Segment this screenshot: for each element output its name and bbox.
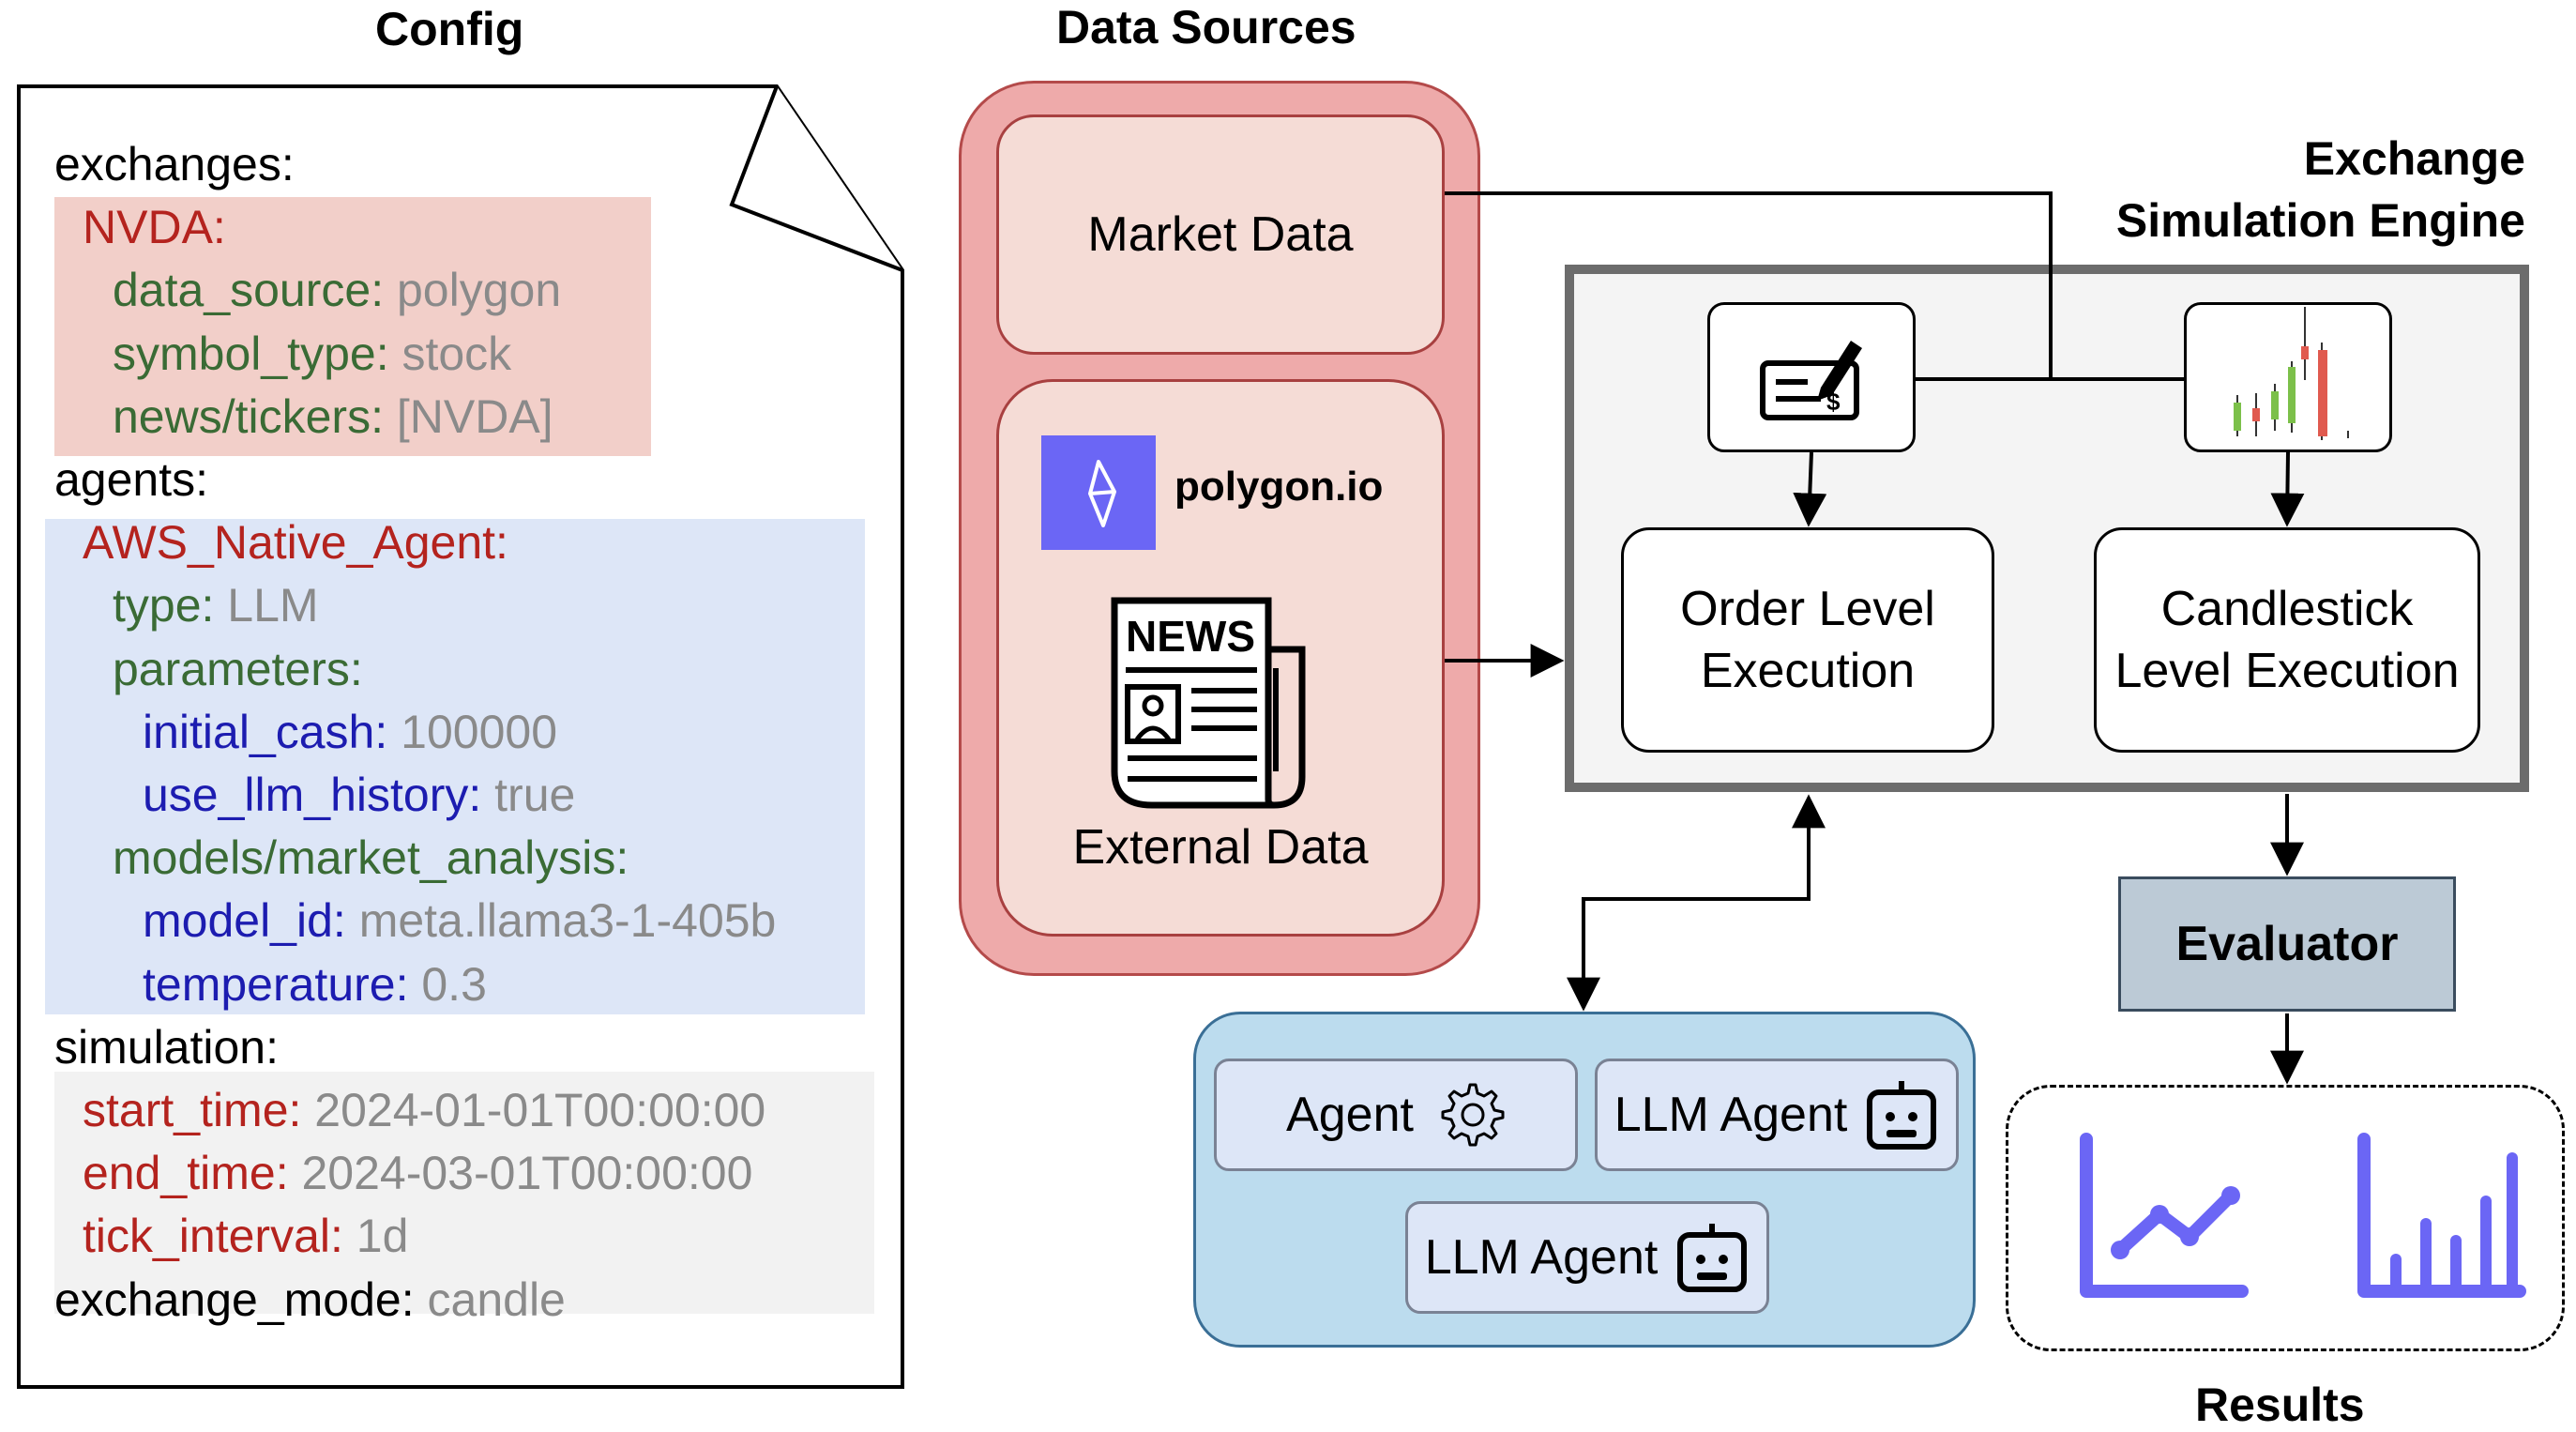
config-key: agents: <box>54 453 209 506</box>
config-line: tick_interval: 1d <box>83 1212 408 1259</box>
config-line: data_source: polygon <box>113 267 561 313</box>
order-execution-line1: Order Level <box>1680 582 1935 636</box>
results-title: Results <box>2195 1379 2365 1431</box>
candlestick-chart-icon <box>2234 307 2349 440</box>
config-line: initial_cash: 100000 <box>143 708 557 755</box>
config-line: model_id: meta.llama3-1-405b <box>143 897 776 944</box>
config-key: tick_interval: <box>83 1210 343 1262</box>
config-key: type: <box>113 579 215 632</box>
config-key: news/tickers: <box>113 390 384 443</box>
config-value: polygon <box>384 264 562 316</box>
config-line: type: LLM <box>113 582 319 629</box>
order-icon-box: $ <box>1707 302 1916 452</box>
candlestick-execution-line2: Level Execution <box>2114 644 2460 698</box>
config-key: exchange_mode: <box>54 1273 415 1326</box>
results-container <box>2006 1085 2565 1351</box>
evaluator-label: Evaluator <box>2175 917 2399 971</box>
evaluator-box: Evaluator <box>2118 876 2456 1012</box>
config-line: parameters: <box>113 646 363 693</box>
config-line: end_time: 2024-03-01T00:00:00 <box>83 1150 752 1196</box>
config-value: stock <box>388 328 512 380</box>
config-value: [NVDA] <box>383 390 553 443</box>
config-key: data_source: <box>113 264 385 316</box>
llm-agent-box-2: LLM Agent <box>1405 1201 1769 1314</box>
agents-engine-arrow <box>1567 794 1826 1012</box>
candlestick-execution-line1: Candlestick <box>2160 582 2414 636</box>
llm-agent-label-1: LLM Agent <box>1614 1088 1848 1142</box>
config-key: exchanges: <box>54 138 295 190</box>
config-value: 1d <box>342 1210 409 1262</box>
engine-title: Exchange Simulation Engine <box>1970 128 2525 251</box>
candle-icon-arrow <box>2270 451 2305 527</box>
config-key: end_time: <box>83 1147 289 1199</box>
config-key: symbol_type: <box>113 328 389 380</box>
config-line: NVDA: <box>83 204 226 251</box>
config-key: models/market_analysis: <box>113 831 629 884</box>
nvda-block-highlight <box>54 197 651 456</box>
order-execution-line2: Execution <box>1700 644 1916 698</box>
agent-box: Agent <box>1214 1059 1578 1171</box>
config-line: exchange_mode: candle <box>54 1276 566 1323</box>
engine-title-line2: Simulation Engine <box>2115 194 2525 247</box>
polygon-logo <box>1041 435 1156 550</box>
config-value: 0.3 <box>408 958 487 1011</box>
config-key: AWS_Native_Agent: <box>83 516 508 569</box>
newspaper-icon: NEWS <box>1111 597 1306 809</box>
config-key: parameters: <box>113 643 363 695</box>
simulation-block-highlight <box>54 1072 874 1314</box>
data-sources-title: Data Sources <box>1056 1 1356 53</box>
check-icon: $ <box>1760 341 1862 420</box>
llm-agent-label-2: LLM Agent <box>1424 1230 1659 1285</box>
engine-title-line1: Exchange <box>2303 132 2525 185</box>
config-value: LLM <box>214 579 319 632</box>
config-key: use_llm_history: <box>143 769 482 821</box>
bar-chart-icon <box>2357 1133 2526 1298</box>
robot-icon <box>1867 1081 1937 1150</box>
config-value: 2024-01-01T00:00:00 <box>301 1084 766 1136</box>
config-line: exchanges: <box>54 141 295 188</box>
config-value: meta.llama3-1-405b <box>345 894 777 947</box>
config-value: true <box>481 769 576 821</box>
market-data-label: Market Data <box>1087 207 1354 262</box>
candlestick-execution-box: Candlestick Level Execution <box>2094 527 2480 753</box>
agent-block-highlight <box>45 519 865 1014</box>
config-line: news/tickers: [NVDA] <box>113 393 553 440</box>
agent-label: Agent <box>1286 1088 1414 1142</box>
line-chart-icon <box>2080 1133 2249 1298</box>
page-fold <box>729 85 903 272</box>
newspaper-text: NEWS <box>1126 612 1255 661</box>
llm-agent-box-1: LLM Agent <box>1595 1059 1959 1171</box>
config-line: AWS_Native_Agent: <box>83 519 508 566</box>
order-icon-arrow <box>1793 451 1827 527</box>
config-line: simulation: <box>54 1024 279 1071</box>
market-data-box: Market Data <box>996 114 1445 355</box>
config-value: candle <box>414 1273 566 1326</box>
config-line: use_llm_history: true <box>143 771 575 818</box>
polygon-label: polygon.io <box>1174 464 1384 510</box>
config-line: temperature: 0.3 <box>143 961 487 1008</box>
config-key: start_time: <box>83 1084 302 1136</box>
config-key: model_id: <box>143 894 346 947</box>
config-line: start_time: 2024-01-01T00:00:00 <box>83 1087 765 1134</box>
config-value: 100000 <box>387 706 558 758</box>
config-line: models/market_analysis: <box>113 834 629 881</box>
polygon-icon <box>1088 460 1116 527</box>
candle-icon-box <box>2184 302 2392 452</box>
config-line: agents: <box>54 456 208 503</box>
config-key: NVDA: <box>83 201 226 253</box>
config-key: initial_cash: <box>143 706 388 758</box>
config-key: temperature: <box>143 958 409 1011</box>
order-execution-box: Order Level Execution <box>1621 527 1994 753</box>
external-data-label: External Data <box>1072 820 1369 875</box>
gear-icon <box>1441 1083 1505 1147</box>
market-to-engine-line <box>1445 191 2053 379</box>
robot-icon <box>1677 1224 1748 1292</box>
config-value: 2024-03-01T00:00:00 <box>288 1147 753 1199</box>
config-key: simulation: <box>54 1021 279 1074</box>
config-title: Config <box>375 3 524 55</box>
config-line: symbol_type: stock <box>113 330 511 377</box>
